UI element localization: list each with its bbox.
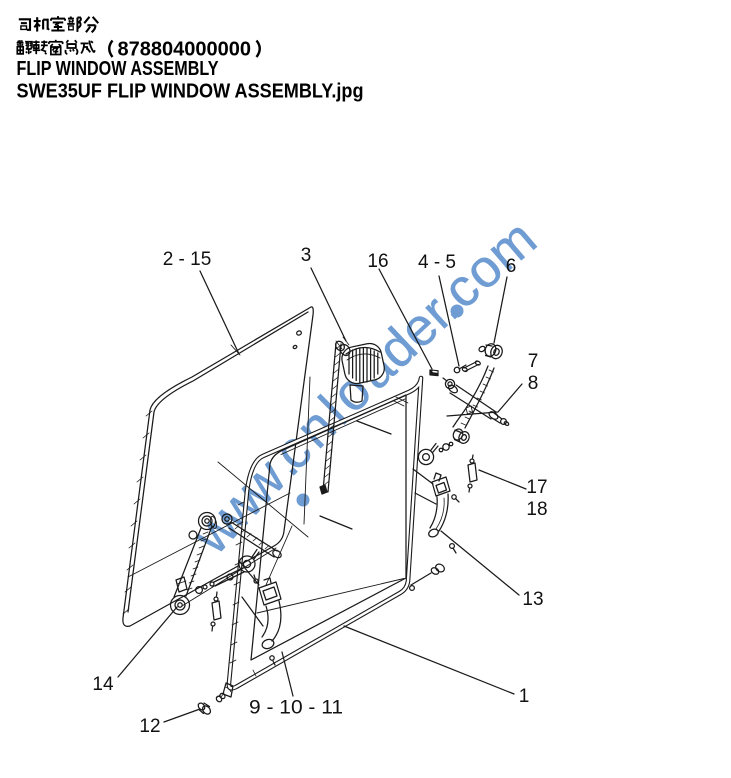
svg-text:FLIP WINDOW ASSEMBLY: FLIP WINDOW ASSEMBLY [17,58,220,80]
svg-text:9 - 10 - 11: 9 - 10 - 11 [249,698,343,719]
svg-text:16: 16 [367,251,388,272]
svg-text:12: 12 [139,716,160,737]
svg-text:17: 17 [526,477,547,498]
svg-text:6: 6 [506,256,517,277]
svg-text:3: 3 [301,245,312,266]
svg-text:14: 14 [92,674,114,695]
svg-text:www.cnloader.com: www.cnloader.com [181,209,547,566]
svg-text:1: 1 [519,686,530,707]
svg-text:4 - 5: 4 - 5 [418,252,456,273]
svg-text:878804000000: 878804000000 [118,39,251,61]
svg-text:SWE35UF FLIP WINDOW ASSEMBLY.j: SWE35UF FLIP WINDOW ASSEMBLY.jpg [17,81,364,103]
svg-text:8: 8 [528,373,539,394]
svg-text:18: 18 [526,499,547,520]
svg-text:2 - 15: 2 - 15 [163,249,212,270]
svg-text:13: 13 [522,589,543,610]
svg-text:7: 7 [528,351,539,372]
